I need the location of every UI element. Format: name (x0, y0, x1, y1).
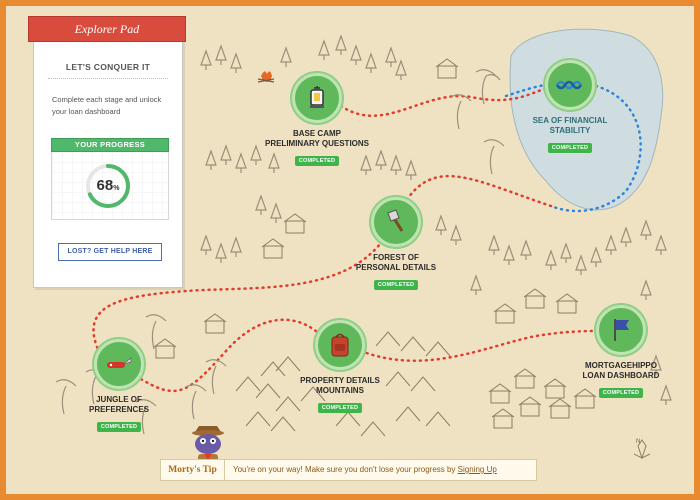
completed-badge: COMPLETED (96, 422, 142, 432)
flag-icon (596, 305, 646, 355)
compass-icon (633, 439, 651, 460)
pad-title: LET'S CONQUER IT (65, 62, 151, 72)
backpack-icon (315, 320, 365, 370)
explorer-pad: Explorer Pad LET'S CONQUER IT Complete e… (28, 16, 186, 288)
completed-badge: COMPLETED (373, 280, 419, 290)
completed-badge: COMPLETED (294, 156, 340, 166)
cabins (153, 58, 597, 429)
completed-badge: COMPLETED (547, 143, 593, 153)
lantern-icon (292, 73, 342, 123)
completed-badge: COMPLETED (317, 403, 363, 413)
progress-percentage: 68% (96, 177, 120, 194)
trees (200, 34, 672, 405)
path-jungle-to-property (134, 318, 328, 393)
axe-icon (371, 197, 421, 247)
mountains (235, 331, 451, 437)
pad-header: Explorer Pad (28, 16, 186, 42)
progress-ring (86, 164, 130, 208)
rope-icon (545, 60, 595, 110)
morty-hippo-icon (192, 426, 224, 468)
tip-text: You're on your way! Make sure you don't … (233, 465, 497, 474)
compass-label: N (636, 439, 640, 445)
campfire-icon (257, 71, 275, 83)
completed-badge: COMPLETED (598, 388, 644, 398)
map-background: N (55, 28, 672, 460)
help-button[interactable]: LOST? GET HELP HERE (58, 243, 162, 261)
divider (48, 78, 168, 79)
pocket-knife-icon (94, 339, 144, 389)
path-base-to-sea (339, 84, 553, 117)
tip-name: Morty's Tip (161, 460, 225, 480)
tip-bar: Morty's Tip You're on your way! Make sur… (160, 459, 537, 481)
path-sea-loop (549, 84, 642, 213)
progress-label: YOUR PROGRESS (51, 138, 169, 152)
signup-link[interactable]: Signing Up (457, 465, 497, 474)
pad-description: Complete each stage and unlock your loan… (52, 95, 162, 116)
path-forest-to-jungle (92, 234, 388, 358)
path-property-to-dashboard (359, 329, 603, 362)
